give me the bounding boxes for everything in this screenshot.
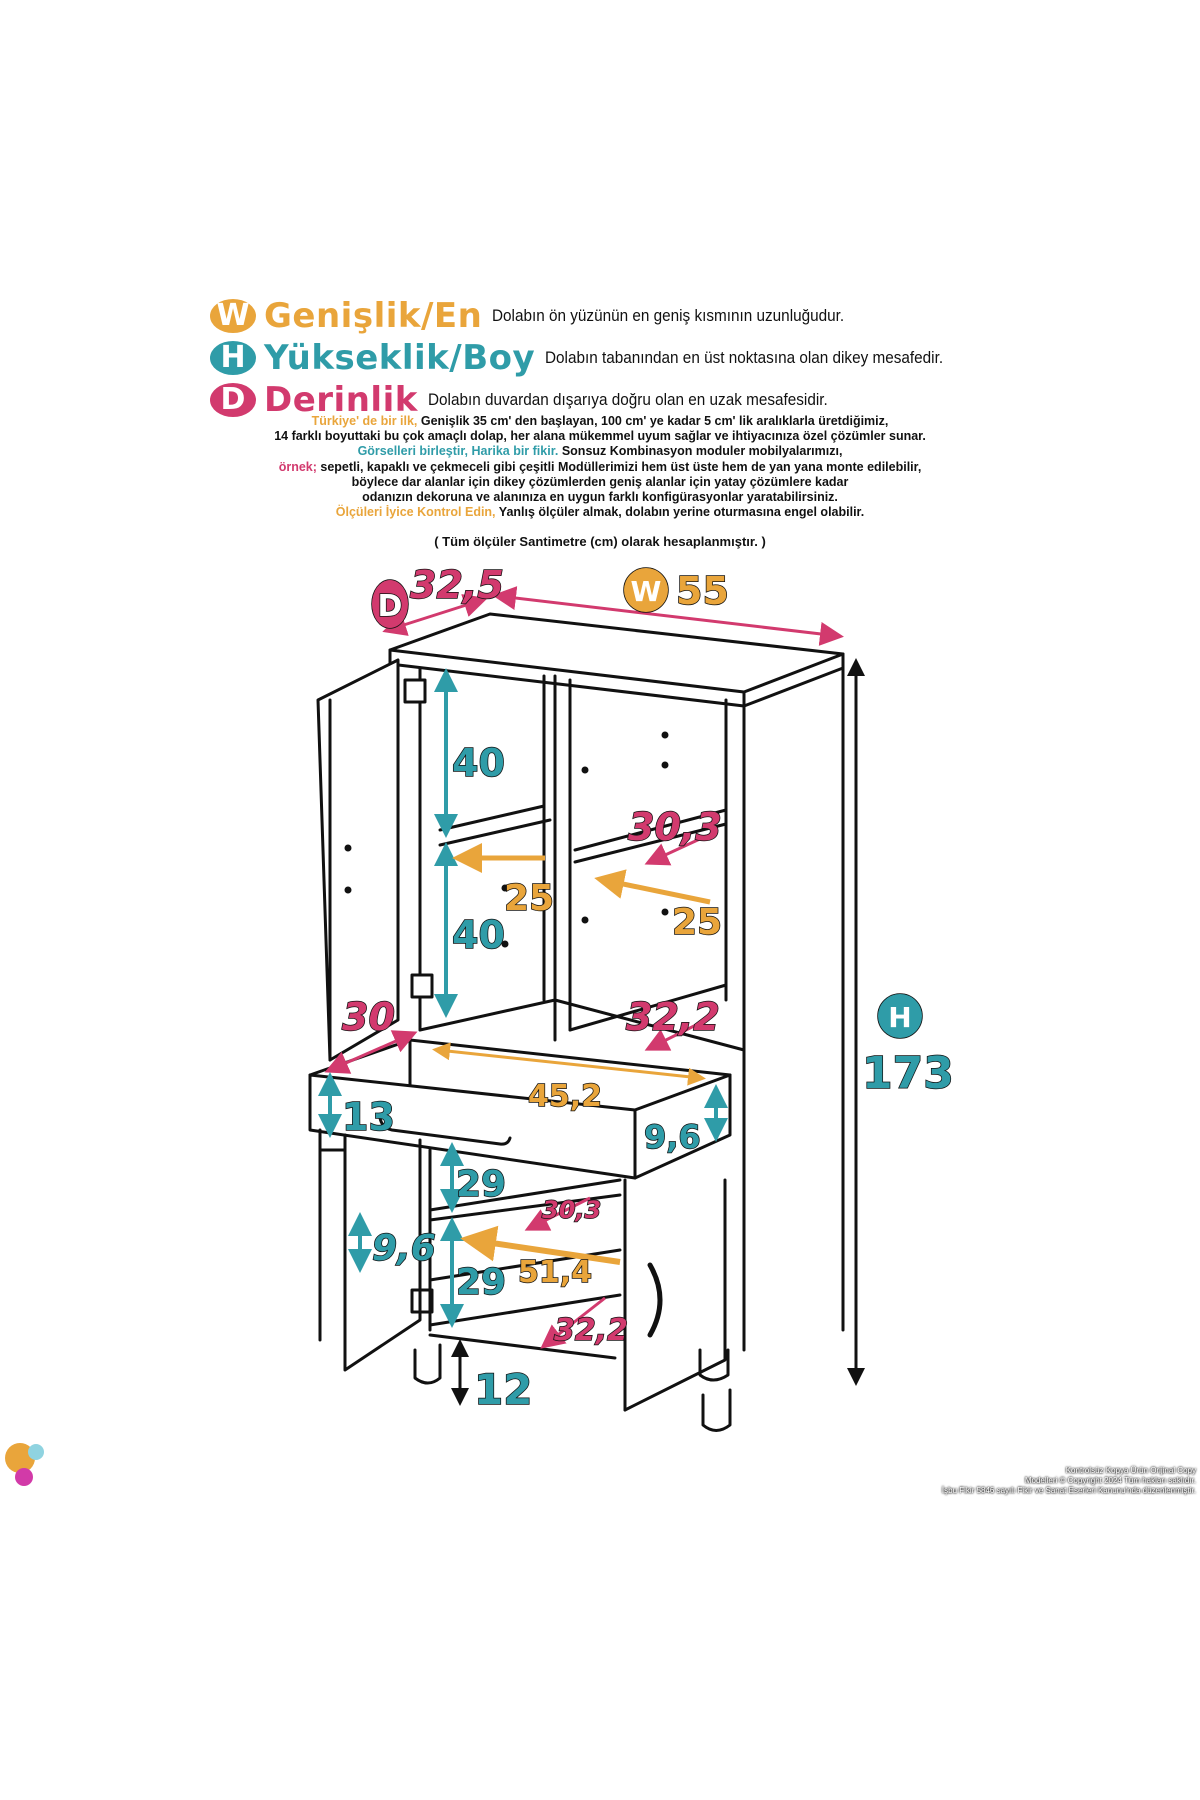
height-dimension-badge <box>877 993 923 1039</box>
upper-right-depth-label: 25 <box>672 902 722 943</box>
door-depth-label: 30 <box>342 995 395 1039</box>
width-dimension-value: 55 <box>676 569 729 613</box>
height-badge: H <box>210 341 256 375</box>
leg-height-label: 12 <box>474 1365 532 1414</box>
door-depth-arrow <box>324 1030 418 1074</box>
brand-logo <box>5 1443 44 1486</box>
upper-shelf-height-label-2: 40 <box>452 913 505 957</box>
info-line-7: Ölçüleri İyice Kontrol Edin, Yanlış ölçü… <box>150 505 1050 520</box>
cabinet-outline <box>308 612 845 1432</box>
height-desc: Dolabın tabanından en üst noktasına olan… <box>545 348 944 367</box>
depth-dimension-badge <box>371 579 409 629</box>
drawer-width-label: 45,2 <box>528 1079 602 1114</box>
info-line-4: örnek; sepetli, kapaklı ve çekmeceli gib… <box>150 460 1050 475</box>
info-line-1: Türkiye' de bir ilk, Genişlik 35 cm' den… <box>150 414 1050 429</box>
drawer-width-arrow <box>432 1042 706 1086</box>
lower-bottom-depth-arrow <box>540 1296 606 1349</box>
depth-desc: Dolabın duvardan dışarıya doğru olan en … <box>427 390 828 409</box>
units-note: ( Tüm ölçüler Santimetre (cm) olarak hes… <box>434 534 766 549</box>
upper-right-depth-arrow <box>594 869 711 905</box>
drawer-front-height-label: 13 <box>342 1095 395 1139</box>
width-term: Genişlik/En <box>264 296 483 336</box>
info-text: Türkiye' de bir ilk, Genişlik 35 cm' den… <box>150 414 1050 520</box>
depth-badge: D <box>210 383 256 417</box>
height-term: Yükseklik/Boy <box>264 338 536 378</box>
width-dimension-letter: W <box>631 575 662 608</box>
width-dimension-badge <box>623 567 669 613</box>
info-line-5: böylece dar alanlar için dikey çözümlerd… <box>351 474 849 489</box>
width-badge: W <box>210 299 256 333</box>
lower-bottom-depth-label: 32,2 <box>554 1313 628 1348</box>
lower-shelf-depth-arrow <box>524 1196 591 1231</box>
upper-right-shelf-depth-arrow <box>644 836 703 866</box>
lower-shelf-height-label-2: 29 <box>456 1262 506 1303</box>
info-text-7: Yanlış ölçüler almak, dolabın yerine otu… <box>495 505 865 520</box>
info-highlight-3: Görselleri birleştir, Harika bir fikir. <box>357 444 559 459</box>
width-desc: Dolabın ön yüzünün en geniş kısmının uzu… <box>492 306 845 325</box>
info-highlight-7: Ölçüleri İyice Kontrol Edin, <box>335 505 496 520</box>
upper-left-depth-label: 25 <box>504 878 554 919</box>
info-highlight-4: örnek; <box>278 459 317 474</box>
upper-right-shelf-depth-label: 30,3 <box>628 805 722 849</box>
lower-inner-width-label: 51,4 <box>518 1255 592 1290</box>
info-highlight-1: Türkiye' de bir ilk, <box>311 414 418 428</box>
info-text-3: Sonsuz Kombinasyon moduler mobilyalarımı… <box>558 444 843 459</box>
info-text-4: sepetli, kapaklı ve çekmeceli gibi çeşit… <box>316 459 922 474</box>
depth-dimension-letter: D <box>378 589 403 624</box>
lower-shelf-depth-label: 30,3 <box>542 1196 601 1224</box>
info-line-6: odanızın dekoruna ve alanınıza en uygun … <box>362 490 838 505</box>
copyright-line-1: Kontrolsüz Kopya Ürün Orijinal Copy <box>1065 1466 1196 1475</box>
info-line-3: Görselleri birleştir, Harika bir fikir. … <box>150 444 1050 459</box>
lower-inner-width-arrow <box>460 1225 621 1265</box>
height-dimension-value: 173 <box>862 1048 954 1099</box>
upper-shelf-height-label-1: 40 <box>452 741 505 785</box>
lower-door-shelf-height-label: 9,6 <box>372 1228 436 1269</box>
depth-dimension-value: 32,5 <box>410 563 504 607</box>
upper-right-bottom-depth-label: 32,2 <box>626 995 720 1039</box>
height-dimension-letter: H <box>888 1001 911 1034</box>
lower-shelf-height-label-1: 29 <box>456 1164 506 1205</box>
width-arrow <box>492 586 844 646</box>
info-text-1: Genişlik 35 cm' den başlayan, 100 cm' ye… <box>417 414 889 428</box>
depth-arrow <box>382 594 488 636</box>
copyright-notice: Kontrolsüz Kopya Ürün Orijinal Copy Mode… <box>900 1466 1196 1496</box>
info-line-2: 14 farklı boyuttaki bu çok amaçlı dolap,… <box>274 429 926 444</box>
drawer-inner-height-label: 9,6 <box>644 1118 701 1156</box>
depth-term: Derinlik <box>264 380 418 420</box>
copyright-line-2: Modelleri © Copyright 2024 Tüm hakları s… <box>1024 1476 1196 1485</box>
copyright-line-3: İşbu Fikir 5846 sayılı Fikir ve Sanat Es… <box>941 1486 1196 1495</box>
